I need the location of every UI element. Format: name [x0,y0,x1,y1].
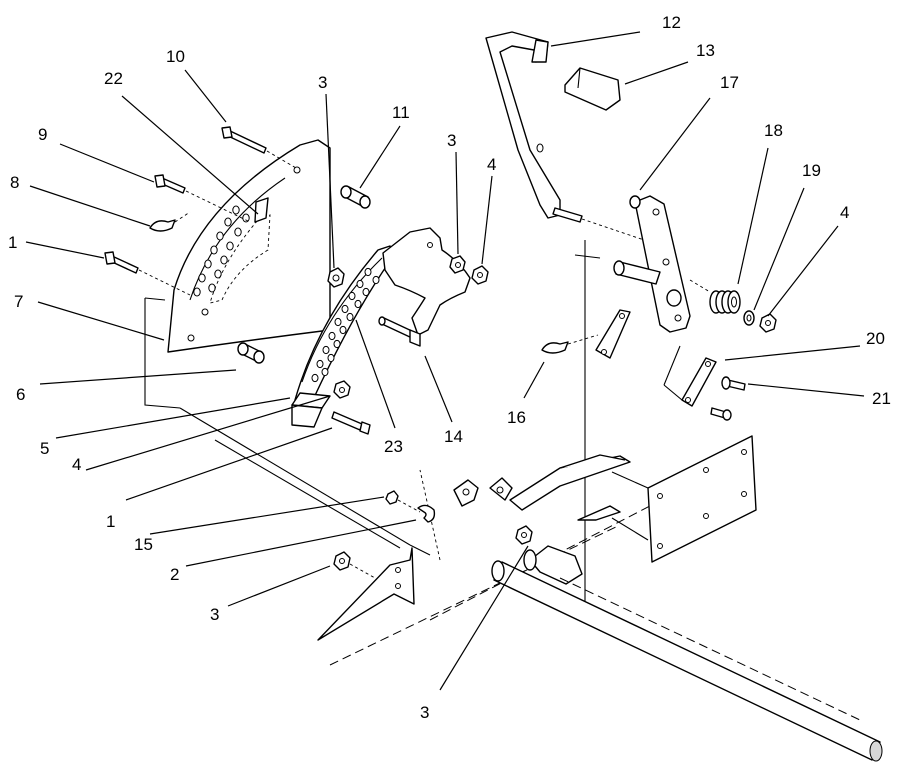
nut-3-mid [449,255,466,274]
sector-plate-7 [167,139,331,353]
callout-7: 7 [14,292,23,311]
arm-17 [629,195,691,333]
callout-18: 18 [764,121,783,140]
spacer-11 [340,185,371,209]
leader-lines [25,31,865,691]
link-plate-mid [595,309,631,359]
sector-plate-holes [193,205,250,297]
callout-2: 2 [170,565,179,584]
washer-19 [743,310,755,326]
callout-4-right: 4 [840,203,849,222]
callout-4-left: 4 [72,455,81,474]
callout-1-upper: 1 [8,233,17,252]
nut-4-right [759,313,777,333]
bracket-plate-5 [291,392,331,428]
callout-16: 16 [507,408,526,427]
link-guide-line [663,384,683,401]
callout-23: 23 [384,437,403,456]
bolt-1-lower [331,411,371,435]
callout-11: 11 [392,103,410,122]
spacer-6 [237,342,265,364]
nut-4-lower [333,380,351,399]
bolt-1-upper [104,251,191,296]
clip-2 [417,504,436,523]
frame-fin [577,505,621,521]
callout-1-lower: 1 [106,512,115,531]
right-plate-holes [311,267,380,383]
lower-blade-plate [317,547,415,641]
nut-4-upper [471,265,489,285]
callout-labels: 1 1 2 3 3 3 3 4 4 4 5 6 7 8 9 10 11 12 1… [8,13,891,722]
callout-4-mid: 4 [487,155,496,174]
bolt-21 [710,376,746,421]
mounting-plate [611,435,757,563]
callout-5: 5 [40,439,49,458]
callout-10: 10 [166,47,185,66]
pivot-block [523,545,583,585]
callout-8: 8 [10,173,19,192]
shaft-stub [613,260,711,293]
pedal-pad-13 [564,67,621,111]
callout-13: 13 [696,41,715,60]
callout-17: 17 [720,73,739,92]
nut-3-bottom [333,551,376,579]
sector-plate-23 [294,245,393,403]
nut-15 [385,490,421,513]
callout-15: 15 [134,535,153,554]
clip-16 [541,334,599,354]
link-guide-line-2 [663,345,681,386]
stud-bolt [552,207,651,243]
callout-3-bottom-left: 3 [210,605,219,624]
link-plate-20 [681,357,717,407]
frame-arm-upper [509,454,631,511]
callout-3-bottom: 3 [420,703,429,722]
clip-8 [149,211,191,232]
pin-14 [378,316,421,347]
callout-22: 22 [104,69,123,88]
frame-bracket [453,477,513,507]
nut-3-shaft [515,525,533,545]
callout-12: 12 [662,13,681,32]
callout-9: 9 [38,125,47,144]
spring-18 [709,290,741,314]
bolt-9 [154,174,251,223]
callout-14: 14 [444,427,463,446]
lever-bracket [382,227,471,336]
callout-3-top: 3 [318,73,327,92]
main-shaft [491,560,883,762]
nut-3-upper [327,267,345,288]
callout-3-mid: 3 [447,131,456,150]
callout-21: 21 [872,389,891,408]
bolt-10 [221,126,297,169]
pedal-lever-12 [485,31,561,219]
callout-19: 19 [802,161,821,180]
plate-insert-22 [209,197,271,304]
callout-20: 20 [866,329,885,348]
callout-6: 6 [16,385,25,404]
